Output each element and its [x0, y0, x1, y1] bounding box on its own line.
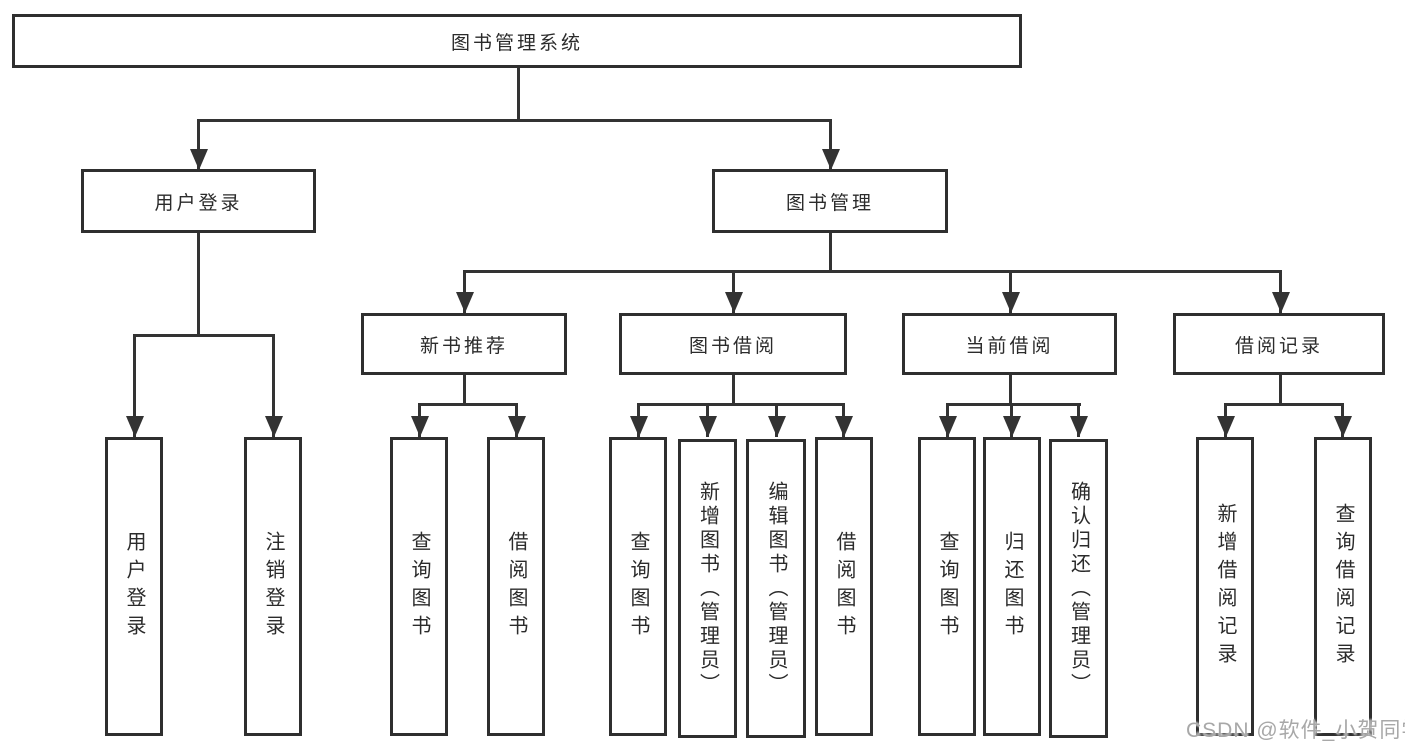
node-label: 归还图书 — [1001, 530, 1023, 643]
connector-book-mgmt-bar — [463, 270, 1281, 273]
connector-arrow-leaf-user-login — [125, 334, 144, 437]
connector-arrow-current-borrow — [1001, 270, 1020, 313]
leaf-edit-book-admin: 编辑图书（管理员） — [746, 439, 806, 738]
connector-current-borrow-trunk — [1009, 375, 1012, 405]
connector-user-login-bar — [133, 334, 275, 337]
connector-arrow-book-management — [821, 119, 840, 170]
node-label: 新增借阅记录 — [1214, 502, 1236, 671]
node-library-system: 图书管理系统 — [12, 14, 1022, 68]
node-user-login: 用户登录 — [81, 169, 316, 233]
node-label: 确认归还（管理员） — [1067, 480, 1090, 697]
node-current-borrow: 当前借阅 — [902, 313, 1117, 375]
connector-book-mgmt-trunk — [829, 233, 832, 272]
connector-arrow-user-login — [189, 119, 208, 170]
connector-arrow-add-record — [1216, 403, 1235, 437]
leaf-query-books-3: 查询图书 — [918, 437, 976, 736]
node-book-management: 图书管理 — [712, 169, 948, 233]
connector-current-borrow-bar — [946, 403, 1081, 406]
connector-arrow-confirm-return — [1069, 403, 1088, 437]
connector-user-login-trunk — [197, 233, 200, 337]
connector-arrow-query-books-1 — [410, 403, 429, 437]
connector-arrow-new-book — [455, 270, 474, 313]
leaf-logout: 注销登录 — [244, 437, 302, 736]
node-label: 编辑图书（管理员） — [765, 480, 787, 697]
node-label: 新书推荐 — [419, 335, 508, 357]
node-book-borrow: 图书借阅 — [619, 313, 847, 375]
node-label: 新增图书（管理员） — [696, 480, 719, 697]
leaf-user-login: 用户登录 — [105, 437, 163, 736]
connector-new-book-bar — [418, 403, 518, 406]
connector-root-trunk — [517, 68, 520, 121]
leaf-confirm-return-admin: 确认归还（管理员） — [1049, 439, 1108, 738]
leaf-query-books-2: 查询图书 — [609, 437, 667, 736]
leaf-return-books: 归还图书 — [983, 437, 1041, 736]
node-label: 查询图书 — [627, 530, 649, 643]
connector-arrow-borrow-books-1 — [507, 403, 526, 437]
node-label: 借阅图书 — [833, 530, 855, 643]
node-label: 注销登录 — [262, 530, 284, 643]
node-borrow-records: 借阅记录 — [1173, 313, 1385, 375]
connector-borrow-records-bar — [1224, 403, 1344, 406]
connector-arrow-borrow-records — [1271, 270, 1290, 313]
leaf-borrow-books-2: 借阅图书 — [815, 437, 873, 736]
node-label: 用户登录 — [154, 192, 243, 214]
leaf-borrow-books-1: 借阅图书 — [487, 437, 545, 736]
connector-arrow-edit-book — [767, 403, 786, 437]
connector-arrow-query-record — [1333, 403, 1352, 437]
connector-arrow-book-borrow — [724, 270, 743, 313]
connector-new-book-trunk — [463, 375, 466, 405]
leaf-add-borrow-record: 新增借阅记录 — [1196, 437, 1254, 736]
node-label: 查询借阅记录 — [1332, 502, 1354, 671]
node-new-book-recommend: 新书推荐 — [361, 313, 567, 375]
leaf-query-books-1: 查询图书 — [390, 437, 448, 736]
connector-book-borrow-bar — [637, 403, 845, 406]
connector-borrow-records-trunk — [1279, 375, 1282, 405]
connector-root-bar — [197, 119, 832, 122]
node-label: 图书管理 — [785, 192, 874, 214]
node-label: 借阅记录 — [1234, 335, 1323, 357]
connector-arrow-borrow-books-2 — [834, 403, 853, 437]
connector-arrow-return-books — [1002, 403, 1021, 437]
node-label: 图书管理系统 — [450, 32, 583, 54]
watermark: CSDN @软件_小贺同学 — [1186, 719, 1405, 742]
connector-arrow-leaf-logout — [264, 334, 283, 437]
leaf-add-book-admin: 新增图书（管理员） — [678, 439, 737, 738]
connector-arrow-add-book — [698, 403, 717, 437]
node-label: 用户登录 — [123, 530, 145, 643]
node-label: 图书借阅 — [688, 335, 777, 357]
node-label: 当前借阅 — [965, 335, 1054, 357]
connector-arrow-query-books-3 — [938, 403, 957, 437]
node-label: 查询图书 — [936, 530, 958, 643]
connector-book-borrow-trunk — [732, 375, 735, 405]
leaf-query-borrow-record: 查询借阅记录 — [1314, 437, 1372, 736]
node-label: 查询图书 — [408, 530, 430, 643]
connector-arrow-query-books-2 — [629, 403, 648, 437]
node-label: 借阅图书 — [505, 530, 527, 643]
